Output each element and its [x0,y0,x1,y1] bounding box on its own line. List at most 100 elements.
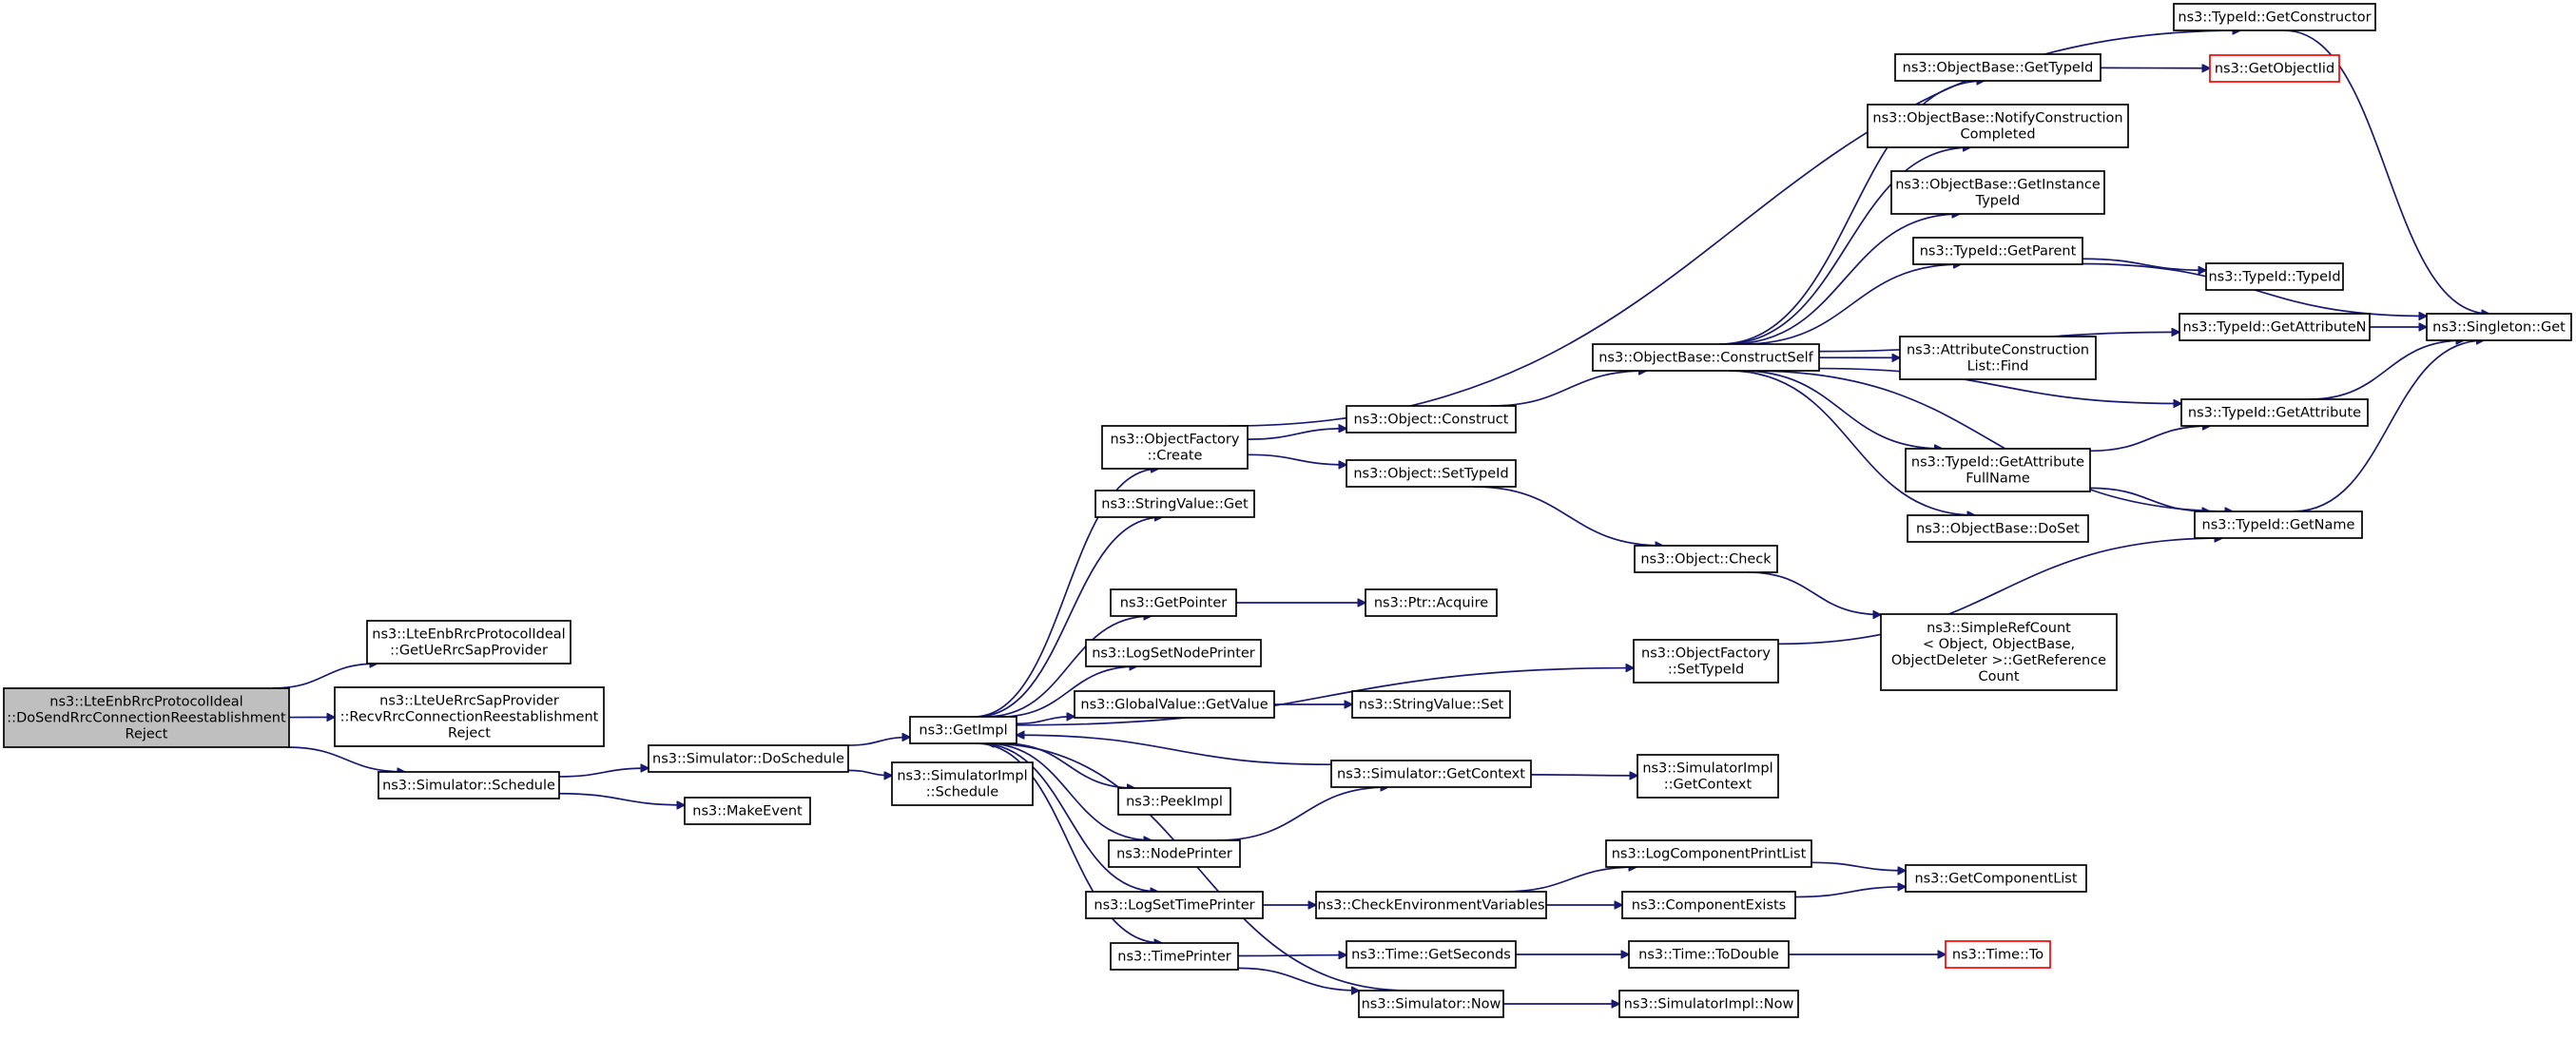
node-checkenv[interactable]: ns3::CheckEnvironmentVariables [1315,891,1547,919]
node-box [1365,588,1498,617]
edge-timeprinter-to-simnow [1237,967,1359,991]
node-box [2426,313,2572,341]
node-timetodouble[interactable]: ns3::Time::ToDouble [1628,940,1790,969]
node-logcompprint[interactable]: ns3::LogComponentPrintList [1605,839,1812,868]
node-label: ns3::Object::Check [1640,552,1772,568]
node-label: ns3::ObjectBase::GetTypeId [1903,61,2094,76]
node-stringvalueset[interactable]: ns3::StringValue::Set [1351,690,1511,719]
node-timeto[interactable]: ns3::Time::To [1945,940,2051,969]
node-objsettypeid[interactable]: ns3::Object::SetTypeId [1346,459,1517,488]
node-label: ns3::GetObjectIid [2215,62,2334,77]
node-box [2179,313,2371,341]
edge-getconstructor-to-singletonget [2284,29,2489,314]
node-label: ::DoSendRrcConnectionReestablishment [7,711,286,726]
node-label: ns3::PeekImpl [1126,795,1223,810]
node-objcheck[interactable]: ns3::Object::Check [1634,545,1778,573]
node-label: ::RecvRrcConnectionReestablishment [340,710,599,725]
node-logsetnode[interactable]: ns3::LogSetNodePrinter [1085,639,1262,667]
node-simgetcontext[interactable]: ns3::Simulator::GetContext [1330,760,1532,788]
node-logsettime[interactable]: ns3::LogSetTimePrinter [1085,891,1264,919]
node-timegetseconds[interactable]: ns3::Time::GetSeconds [1346,940,1517,969]
node-label: ns3::CheckEnvironmentVariables [1317,898,1544,914]
node-schedule[interactable]: ns3::Simulator::Schedule [378,771,560,799]
node-box [1110,942,1239,971]
node-getcomplist[interactable]: ns3::GetComponentList [1905,864,2087,893]
node-typeidgetparent[interactable]: ns3::TypeId::GetParent [1912,237,2083,265]
node-getpointer[interactable]: ns3::GetPointer [1110,588,1237,617]
node-box [1592,343,1820,372]
node-box [1074,690,1275,719]
node-box [1621,891,1796,919]
node-label: ::GetContext [1664,778,1753,793]
edge-getimpl-to-objfactcreate [973,469,1158,718]
node-box [1894,53,2101,82]
node-label: ns3::LteEnbRrcProtocolIdeal [372,627,565,643]
node-obdoset[interactable]: ns3::ObjectBase::DoSet [1907,514,2089,543]
node-simimplnow[interactable]: ns3::SimulatorImpl::Now [1618,990,1799,1018]
node-peekimpl[interactable]: ns3::PeekImpl [1117,787,1231,816]
node-doschedule[interactable]: ns3::Simulator::DoSchedule [648,744,849,773]
node-obgettypeid[interactable]: ns3::ObjectBase::GetTypeId [1894,53,2101,82]
node-getimpl[interactable]: ns3::GetImpl [909,716,1017,744]
node-globalvalue[interactable]: ns3::GlobalValue::GetValue [1074,690,1275,719]
edge-constructself-to-typeidgetparent [1742,264,1961,345]
node-timeprinter[interactable]: ns3::TimePrinter [1110,942,1239,971]
node-label: ns3::GlobalValue::GetValue [1080,698,1268,713]
node-typeidtypeid[interactable]: ns3::TypeId::TypeId [2205,262,2344,291]
node-getattribute[interactable]: ns3::TypeId::GetAttribute [2180,398,2369,427]
node-label: ns3::TypeId::GetAttributeN [2182,320,2366,336]
node-stringvalueget[interactable]: ns3::StringValue::Get [1094,490,1255,518]
node-compexists[interactable]: ns3::ComponentExists [1621,891,1796,919]
node-objfactsettypeid[interactable]: ns3::ObjectFactory::SetTypeId [1633,639,1779,684]
node-simimplgetcontext[interactable]: ns3::SimulatorImpl::GetContext [1637,754,1779,799]
node-label: ns3::LogSetNodePrinter [1092,646,1255,662]
node-simplerefcount[interactable]: ns3::SimpleRefCount< Object, ObjectBase,… [1880,613,2118,691]
node-nodeprinter[interactable]: ns3::NodePrinter [1108,839,1241,868]
node-constructself[interactable]: ns3::ObjectBase::ConstructSelf [1592,343,1820,372]
node-label: ns3::ObjectFactory [1641,646,1771,662]
node-box [1346,940,1517,969]
edge-constructself-to-obgettypeid [1719,81,1985,345]
node-recvrrc[interactable]: ns3::LteUeRrcSapProvider::RecvRrcConnect… [334,686,605,747]
edge-getimpl-to-stringvalueget [976,517,1162,718]
edge-checkenv-to-logcompprint [1502,867,1637,893]
edge-getattrfullname-to-typeidgetname [2089,487,2210,511]
node-root[interactable]: ns3::LteEnbRrcProtocolIdeal::DoSendRrcCo… [3,687,290,748]
node-getuerrc[interactable]: ns3::LteEnbRrcProtocolIdeal::GetUeRrcSap… [366,620,571,664]
node-getattributen[interactable]: ns3::TypeId::GetAttributeN [2179,313,2371,341]
edge-doschedule-to-simimplschedule [847,769,892,775]
node-label: ns3::LogSetTimePrinter [1094,898,1254,914]
edge-compexists-to-getcomplist [1794,887,1906,898]
node-label: ns3::SimulatorImpl::Now [1624,997,1794,1012]
node-objconstruct[interactable]: ns3::Object::Construct [1346,405,1517,433]
node-label: ns3::SimulatorImpl [1642,761,1772,777]
node-notifyconstruct[interactable]: ns3::ObjectBase::NotifyConstructionCompl… [1867,104,2129,148]
node-label: ns3::Simulator::GetContext [1337,767,1525,782]
node-box [1110,588,1237,617]
node-label: Reject [448,726,491,741]
node-typeidgetname[interactable]: ns3::TypeId::GetName [2194,510,2363,539]
node-getconstructor[interactable]: ns3::TypeId::GetConstructor [2173,3,2376,31]
edge-typeidgetparent-to-typeidtypeid [2082,258,2206,270]
node-ptracquire[interactable]: ns3::Ptr::Acquire [1365,588,1498,617]
node-label: ns3::LogComponentPrintList [1612,847,1807,862]
node-box [1315,891,1547,919]
node-simimplschedule[interactable]: ns3::SimulatorImpl::Schedule [891,761,1034,806]
node-singletonget[interactable]: ns3::Singleton::Get [2426,313,2572,341]
edge-getattrfullname-to-getattribute [2089,426,2211,453]
node-box [909,716,1017,744]
node-simnow[interactable]: ns3::Simulator::Now [1358,990,1504,1018]
edge-root-to-schedule [287,746,405,772]
node-box [1346,459,1517,488]
node-getobjectiid[interactable]: ns3::GetObjectIid [2209,54,2340,83]
edge-getimpl-to-peekimpl [1002,742,1134,788]
node-objfactcreate[interactable]: ns3::ObjectFactory::Create [1101,425,1249,470]
edge-objsettypeid-to-objcheck [1473,486,1663,546]
node-makeevent[interactable]: ns3::MakeEvent [684,797,811,825]
node-box [1637,754,1779,799]
node-box [1117,787,1231,816]
